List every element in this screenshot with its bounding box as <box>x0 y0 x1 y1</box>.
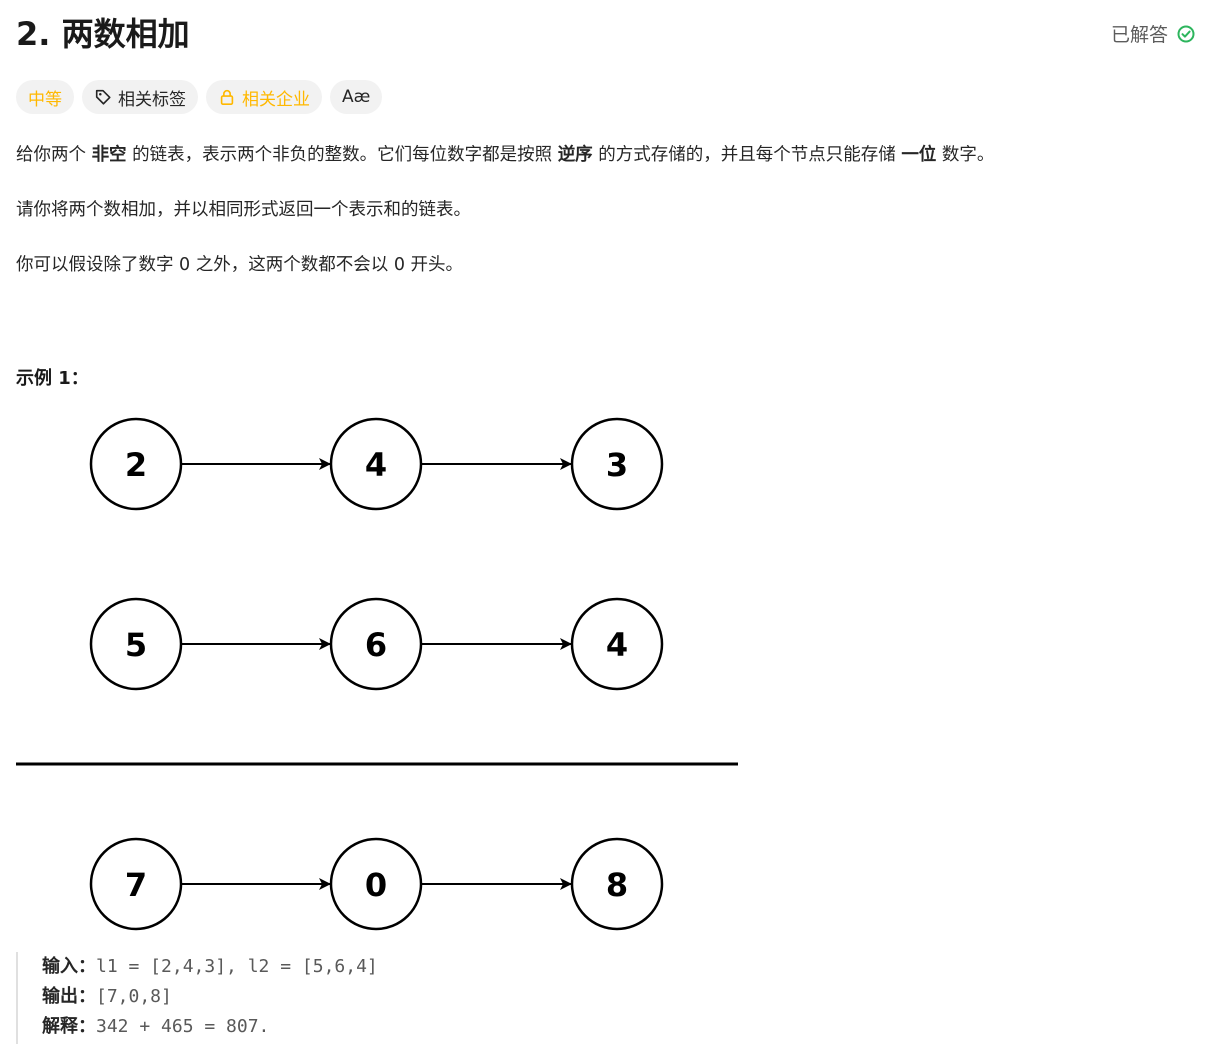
input-label: 输入： <box>42 956 96 977</box>
input-value: l1 = [2,4,3], l2 = [5,6,4] <box>96 956 378 977</box>
list2-node-value: 5 <box>125 626 147 664</box>
list1-node <box>570 417 664 511</box>
example-title: 示例 1： <box>16 368 89 389</box>
list2-node <box>570 597 664 691</box>
list2-node <box>89 597 183 691</box>
translate-button[interactable]: Aæ <box>330 80 383 114</box>
explanation-label: 解释： <box>42 1016 96 1037</box>
description-paragraph-1: 给你两个 非空 的链表，表示两个非负的整数。它们每位数字都是按照 逆序 的方式存… <box>16 140 1206 170</box>
list2-node-value: 4 <box>606 626 628 664</box>
list1-node <box>329 417 423 511</box>
example-io-block: 输入：l1 = [2,4,3], l2 = [5,6,4] 输出：[7,0,8]… <box>16 952 378 1044</box>
solved-label: 已解答 <box>1110 24 1168 46</box>
description-text: 给你两个 <box>16 145 92 165</box>
list1-node <box>89 417 183 511</box>
explanation-value: 342 + 465 = 807. <box>96 1016 270 1037</box>
result-node-value: 7 <box>125 866 147 904</box>
input-row: 输入：l1 = [2,4,3], l2 = [5,6,4] <box>42 952 378 982</box>
related-tags-button[interactable]: 相关标签 <box>82 80 198 114</box>
explanation-row: 解释：342 + 465 = 807. <box>42 1012 378 1042</box>
result-node <box>89 837 183 931</box>
result-node-value: 8 <box>606 866 628 904</box>
related-companies-button[interactable]: 相关企业 <box>206 80 322 114</box>
list1-node-value: 2 <box>125 446 147 484</box>
difficulty-badge: 中等 <box>16 80 74 114</box>
output-value: [7,0,8] <box>96 986 172 1007</box>
output-label: 输出： <box>42 986 96 1007</box>
linked-list-diagram: 2 4 3 5 6 4 7 0 8 <box>16 417 738 931</box>
emphasis-text: 一位 <box>901 145 937 165</box>
description-text: 数字。 <box>936 145 995 165</box>
list2-node <box>329 597 423 691</box>
emphasis-text: 逆序 <box>557 145 593 165</box>
solved-status: 已解答 <box>1111 20 1196 47</box>
description-paragraph-3: 你可以假设除了数字 0 之外，这两个数都不会以 0 开头。 <box>16 255 464 275</box>
list1-node-value: 3 <box>606 446 628 484</box>
related-companies-label: 相关企业 <box>242 89 310 110</box>
description-text: 的方式存储的，并且每个节点只能存储 <box>592 145 902 165</box>
check-circle-icon <box>1177 25 1195 42</box>
description-text: 的链表，表示两个非负的整数。它们每位数字都是按照 <box>126 145 558 165</box>
description-paragraph-2: 请你将两个数相加，并以相同形式返回一个表示和的链表。 <box>16 200 471 220</box>
problem-description: 给你两个 非空 的链表，表示两个非负的整数。它们每位数字都是按照 逆序 的方式存… <box>16 140 1206 305</box>
tag-bar: 中等 相关标签 相关企业 Aæ <box>16 80 383 114</box>
list2-node-value: 6 <box>365 626 387 664</box>
tag-icon <box>95 89 111 105</box>
lock-icon <box>220 89 234 106</box>
emphasis-text: 非空 <box>91 145 127 165</box>
list1-node-value: 4 <box>365 446 387 484</box>
problem-title: 2. 两数相加 <box>16 15 190 53</box>
result-node <box>329 837 423 931</box>
result-node-value: 0 <box>365 866 387 904</box>
related-tags-label: 相关标签 <box>118 89 186 110</box>
result-node <box>570 837 664 931</box>
output-row: 输出：[7,0,8] <box>42 982 378 1012</box>
